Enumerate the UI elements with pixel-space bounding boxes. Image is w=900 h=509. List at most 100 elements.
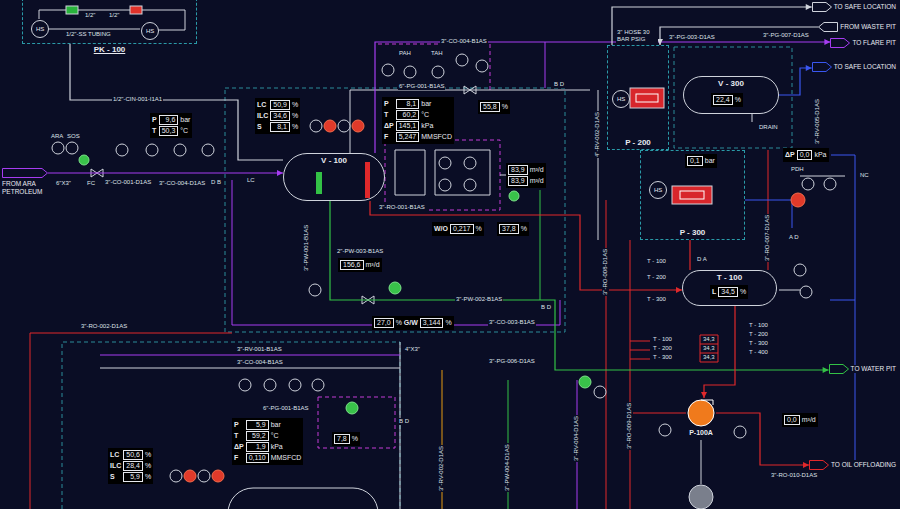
pipe-connector [660,27,818,45]
node-text: P [234,421,244,429]
status-indicator [579,376,591,388]
instrument-bubble [264,379,276,391]
node-text: bar [180,116,190,124]
node-text: 50,3 [159,126,179,136]
line-number: 3"-PW-002-B1AS [455,296,503,303]
instrument-bubble [198,470,210,482]
alarm-indicator [791,193,805,207]
node-text: 8,1 [270,122,290,132]
level-gauge [316,172,322,194]
pipe-label: 3"-PG-003-D1AS [668,34,716,41]
node-text: S [257,123,268,131]
alarm-indicator [184,470,196,482]
offpage-arrow [830,38,850,48]
node-text: 50,6 [123,450,143,460]
node-text: ILC [257,112,268,120]
node-text: % [352,435,358,443]
node-text: TO FLARE PIT [852,39,896,47]
node-text: 9,6 [159,115,179,125]
pipe-label: 3"-RV-001-B1AS [236,346,283,353]
weir-plate [365,162,370,198]
node-text: F [234,454,244,462]
pipe-label: T - 400 [748,349,769,356]
node-text: 34,6 [270,111,290,121]
node-text: 8,1 [396,99,420,109]
node-text: 5,247 [396,132,420,142]
status-indicator [509,191,519,201]
node-text: V - 100 [319,156,349,165]
node-text: 0,217 [450,224,474,234]
pipe-connector [612,7,812,45]
node-text: 59,2 [246,431,269,441]
node-text: % [740,288,746,296]
pipe-connector [48,172,283,173]
arrowhead [824,39,830,45]
offpage-connector: FROM WASTE PIT [818,22,896,32]
instrument-bubble [464,179,476,191]
instrument-bubble [202,144,214,156]
vessel-shell [284,154,385,201]
offpage-arrow-shape [812,3,831,12]
pipe-connector [370,201,682,290]
pipe-connector [779,68,812,95]
hand-switch: HS [649,181,667,199]
node-text: 34,5 [718,287,738,297]
offpage-arrow [812,2,832,12]
node-text: 60,2 [396,110,420,120]
node-text: HS [36,26,44,33]
node-text: °C [421,111,452,119]
pump-package: HSP - 200 [607,45,669,150]
valve-symbols [91,86,476,304]
centrifugal-pump: P-100A [686,398,716,437]
offpage-arrow-shape [812,63,831,72]
line-number: 3"-CO-004-B1AS [440,38,488,45]
hand-switch: HS [141,22,159,40]
node-text: % [476,225,482,233]
pipe-label: 6"-PG-001-B1AS [398,83,445,90]
node-text: % [292,123,298,131]
pipe-label: 6"X3" [55,180,72,187]
node-text: 83,9 [508,176,528,186]
node-text: °C [271,432,302,440]
arrowhead [823,367,829,373]
offpage-arrow-shape [3,169,48,178]
instrument-bubble [289,379,301,391]
node-text: 5,9 [123,472,143,482]
pipe-label: 3"-PW-001-B1AS [303,224,310,272]
offpage-connector: TO OIL OFFLOADING [809,460,896,470]
node-text: 28,4 [123,461,143,471]
pipe-label: DRAIN [758,124,779,131]
line-number: 1/2"-CIN-001-I1A1 [112,96,163,103]
pipe-label: 34,3 [702,345,716,352]
pipe-label: 1/2" [108,12,120,19]
node-text: kPa [421,122,452,130]
dp-readout: ΔP0,0kPa [783,148,829,162]
node-text: bar [421,100,452,108]
instrument-bubble [52,142,64,154]
vessel-shell [683,271,777,306]
node-text: P - 200 [623,138,653,147]
status-indicator [79,155,89,165]
instrument-bubble [464,157,476,169]
node-text: bar [705,157,715,165]
purple-pipes [100,42,577,509]
offpage-connector: TO WATER PIT [829,364,896,374]
level-panel: LC50,6%ILC28,4%S5,9% [108,448,153,484]
node-text: TO WATER PIT [851,365,896,373]
offpage-connector: FROM ARA PETROLEUM [2,168,48,195]
node-text: m³/d [802,416,816,424]
pipe-connector [330,201,829,370]
node-text: HS [654,187,662,194]
node-text: P-100A [689,429,713,437]
pipe-label: 3"-PG-006-D1AS [488,358,536,365]
node-text: % [445,319,451,327]
node-text: 5,9 [246,420,269,430]
instrument-bubble [116,144,128,156]
level-readout: L34,5% [710,285,748,299]
line-number: 3"-RO-010-D1AS [770,472,818,479]
white-pipes [39,10,845,509]
instrument-bubble [824,178,836,190]
pipe-label: 4"-RV-002-D1AS [594,111,601,158]
node-text: PK - 100 [92,45,128,54]
